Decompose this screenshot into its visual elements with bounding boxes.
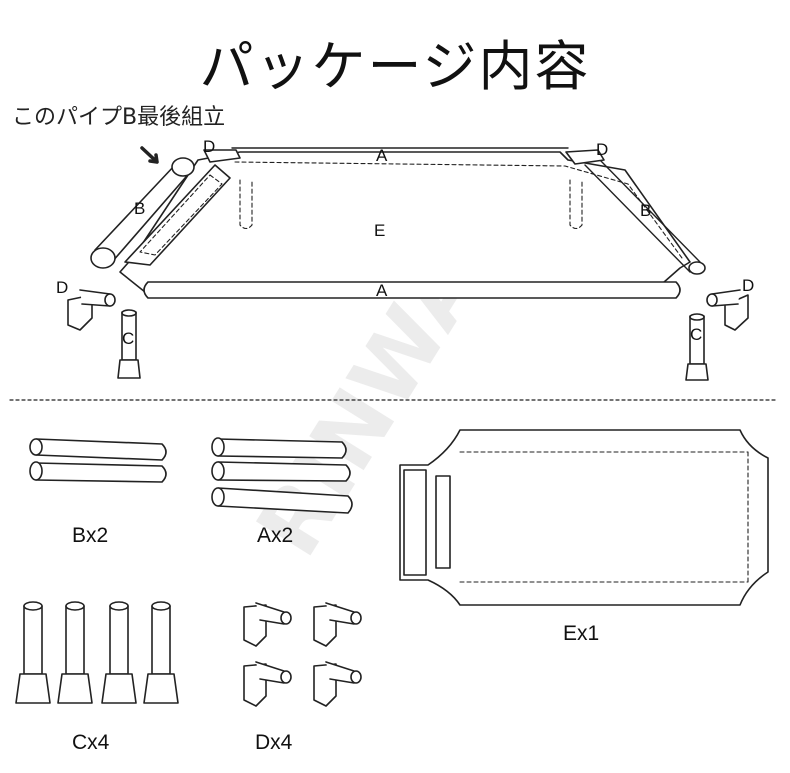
leg-c-right [685,313,709,381]
page-title: パッケージ内容 [199,35,591,98]
label-a-top: A [376,146,388,165]
pipe-b-loose [90,157,195,269]
caption-b: Bx2 [72,524,108,547]
label-e: E [374,221,385,240]
connector-d-top-right [565,149,605,165]
part-b-pipes [29,438,167,483]
part-c-legs [15,601,179,704]
insert-arrow [140,146,159,164]
pipe-b-right-end [688,261,706,275]
caption-a: Ax2 [257,524,293,547]
caption-e: Ex1 [563,622,599,645]
part-a-pipes [211,437,353,514]
label-d-top-left: D [203,137,215,156]
connector-d-left [67,289,116,331]
label-d-left: D [56,278,68,297]
fabric-stitching [234,161,683,259]
caption-d: Dx4 [255,731,293,754]
leg-hidden-right [569,179,583,230]
pipe-b-right [599,159,701,263]
label-b-left: B [134,199,145,218]
connector-d-top-left [203,149,241,163]
part-d-connectors [243,602,362,707]
label-a-bottom: A [376,281,388,300]
label-c-left: C [122,329,134,348]
part-e-fabric [399,429,769,606]
leg-hidden-left [239,179,253,230]
label-b-right: B [640,201,651,220]
connector-d-right [706,289,749,331]
fabric-e-outline [119,151,691,297]
label-d-right: D [742,276,754,295]
pipe-b-right [584,164,691,273]
assembly-note: このパイプB最後組立 [12,105,226,130]
label-c-right: C [690,325,702,344]
leg-c-left [117,309,141,379]
pipe-a-bottom [143,281,681,299]
label-d-top-right: D [596,140,608,159]
caption-c: Cx4 [72,731,110,754]
assembled-cot [67,146,749,381]
fabric-sleeve-left-stitch [139,174,223,256]
